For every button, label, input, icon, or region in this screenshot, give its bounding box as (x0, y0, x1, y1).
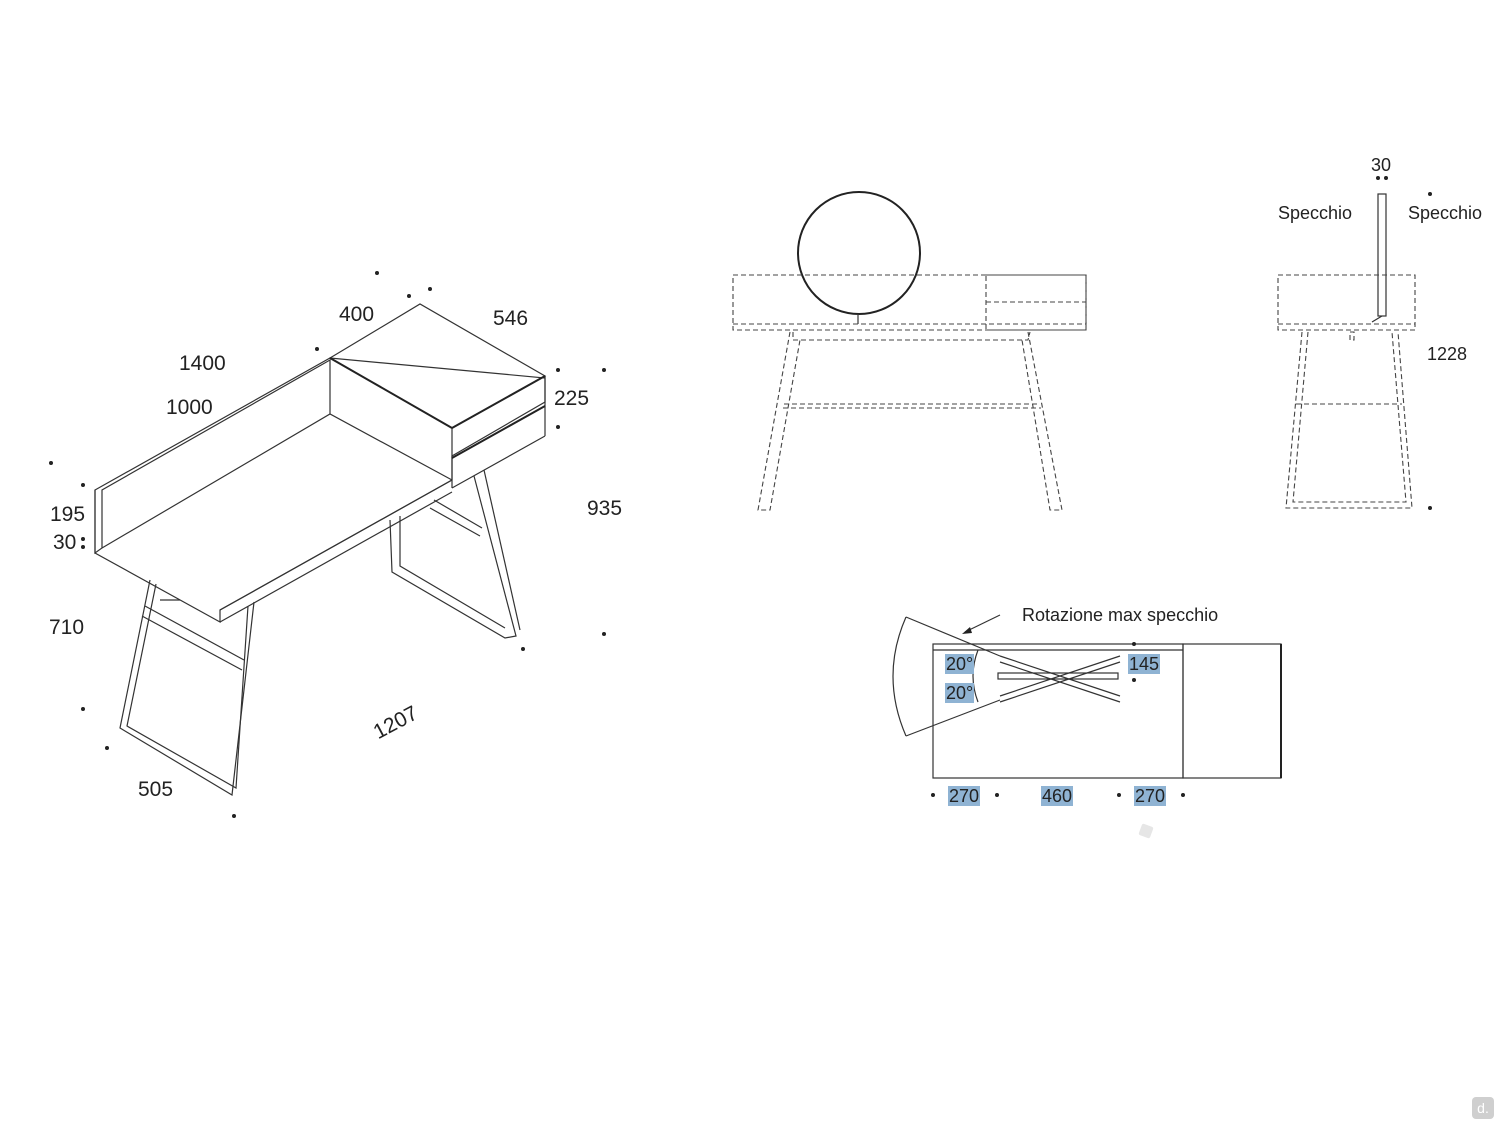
rotation-arc (892, 616, 907, 737)
dim-table-height: 710 (49, 616, 85, 639)
dim-seg-middle: 460 (1041, 786, 1074, 806)
rotation-caption: Rotazione max specchio (1022, 605, 1219, 625)
side-mirror (1377, 193, 1387, 317)
dim-seg-left: 270 (948, 786, 981, 806)
dimension-dots (49, 176, 1432, 818)
dim-depth: 546 (493, 307, 529, 330)
left-leg (119, 579, 255, 796)
side-view (1277, 193, 1416, 509)
dim-mirror-thickness: 30 (1371, 155, 1392, 175)
dim-side-height: 1228 (1427, 344, 1468, 364)
round-mirror (797, 191, 921, 315)
right-leg (389, 475, 517, 639)
isometric-view (94, 303, 547, 796)
dim-drawer-height: 225 (554, 387, 590, 410)
angle-bottom-label: 20° (945, 683, 975, 703)
mirror-label-right: Specchio (1408, 203, 1483, 223)
d-logo-icon: d. (1472, 1097, 1494, 1119)
front-view (732, 191, 1087, 511)
dim-leg-depth: 505 (138, 778, 174, 801)
dim-width-total: 1400 (179, 352, 226, 375)
dim-back-height: 195 (50, 503, 86, 526)
top-drawer-outline (1182, 643, 1282, 779)
top-view (892, 614, 1282, 779)
back-panel (94, 358, 331, 555)
dim-drawer-width: 400 (339, 303, 375, 326)
dim-width-inner: 1000 (166, 396, 213, 419)
mirror-label-left: Specchio (1278, 203, 1353, 223)
angle-top-label: 20° (945, 654, 975, 674)
dim-top-thickness: 30 (53, 531, 77, 554)
dim-seg-right: 270 (1134, 786, 1167, 806)
front-top-box (732, 274, 1087, 331)
dim-mirror-offset: 145 (1128, 654, 1161, 674)
dim-height-total: 935 (587, 497, 623, 520)
